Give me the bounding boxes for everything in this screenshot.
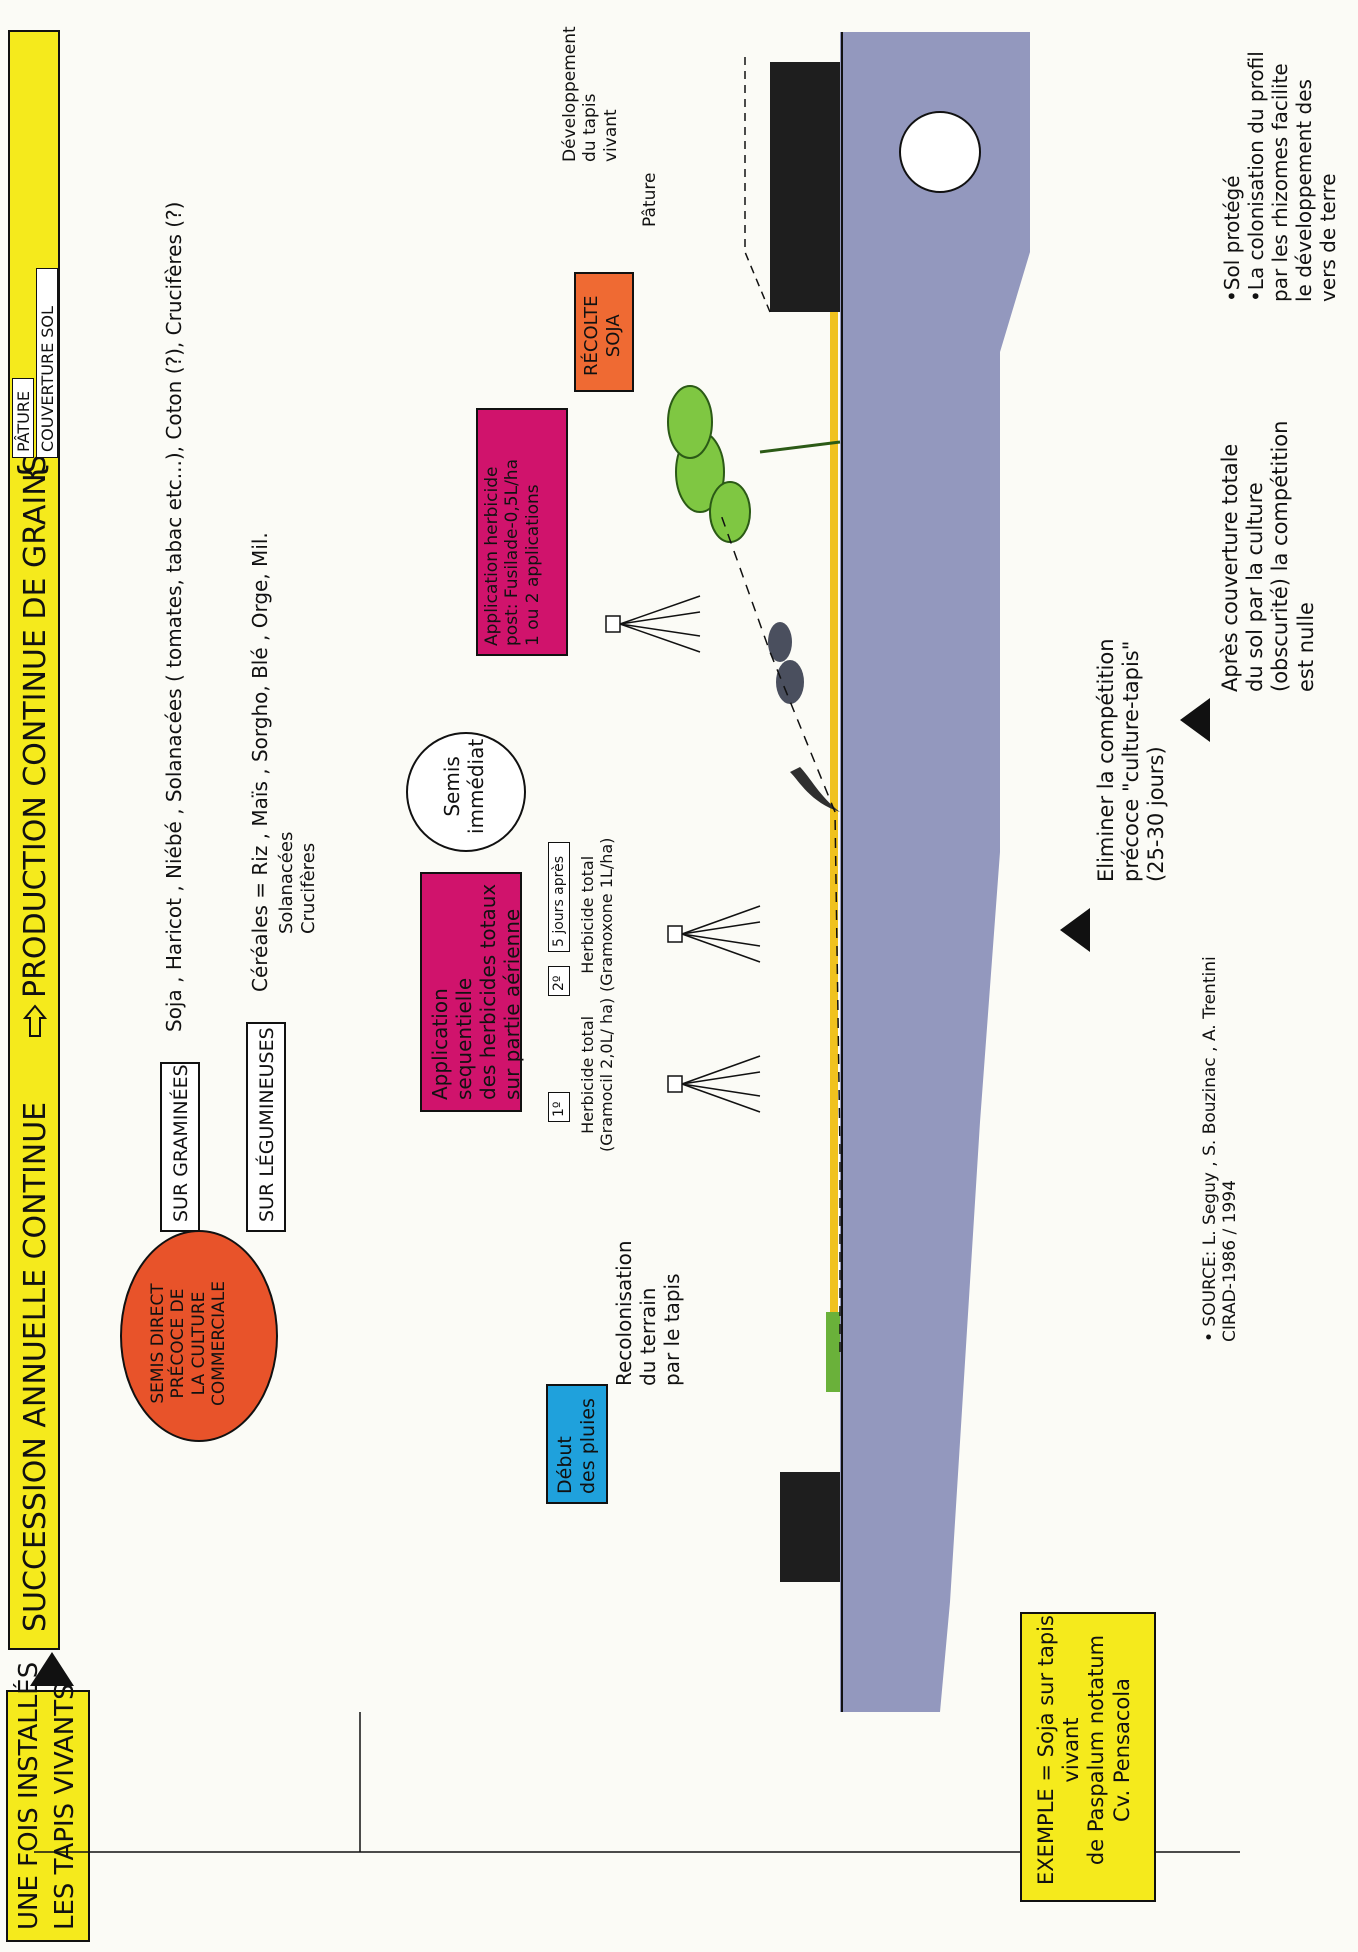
exemple-box: EXEMPLE = Soja sur tapis vivant de Paspa… — [1020, 1612, 1156, 1902]
arrow-apres-icon — [1180, 698, 1210, 742]
sprayer-2 — [668, 906, 760, 962]
sprayer-1 — [668, 1056, 760, 1112]
earthworm-circle — [900, 112, 980, 192]
source-label: • SOURCE: L. Seguy , S. Bouzinac , A. Tr… — [1200, 956, 1241, 1342]
grass-right — [770, 62, 840, 312]
apres-label: Après couverture totale du sol par la cu… — [1218, 421, 1319, 692]
eliminer-label: Eliminer la compétition précoce "culture… — [1094, 638, 1170, 882]
soil-profile — [840, 32, 1030, 1712]
sprayer-3 — [606, 596, 700, 652]
grass-left — [780, 1472, 840, 1582]
soy-plant-mature — [668, 386, 840, 542]
exemple-text: EXEMPLE = Soja sur tapis vivant de Paspa… — [1034, 1614, 1135, 1886]
arrow-eliminer-icon — [1060, 908, 1090, 952]
sol-protege-label: •Sol protégé •La colonisation du profil … — [1220, 51, 1340, 302]
